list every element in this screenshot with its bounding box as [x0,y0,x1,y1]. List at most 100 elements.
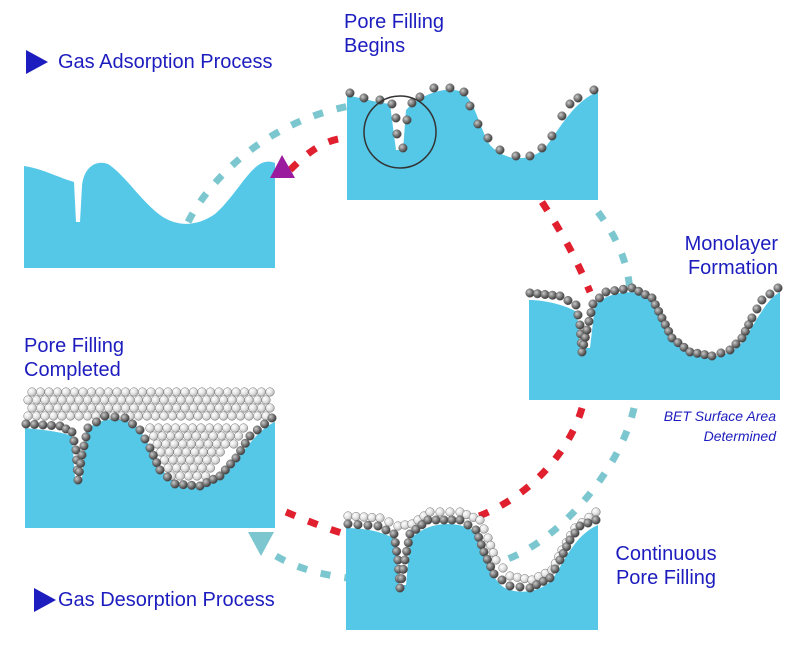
gas-molecule [167,411,177,421]
adsorbed-molecule [215,471,225,481]
gas-molecule [184,471,194,481]
gas-molecule [133,411,143,421]
adsorption-arrow [287,134,346,173]
adsorbed-molecule [455,515,465,525]
gas-molecule [176,395,186,405]
gas-molecule [220,439,230,449]
adsorbed-molecule [573,93,583,103]
adsorbed-molecule [162,472,172,482]
gas-molecule [205,403,215,413]
adsorbed-molecule [392,129,402,139]
adsorbed-molecule [610,286,620,296]
adsorbed-molecule [548,290,558,300]
adsorption-arrow [539,200,594,294]
gas-molecule [238,423,248,433]
adsorbed-molecule [417,520,427,530]
gas-molecule [197,463,207,473]
gas-molecule [61,387,71,397]
gas-molecule [154,403,164,413]
monolayer-formation-line1: Monolayer [684,233,778,255]
bet-note-line2: Determined [703,428,776,444]
adsorbed-molecule [74,467,84,477]
gas-molecule [203,439,213,449]
gas-molecule [23,395,33,405]
gas-molecule [57,411,67,421]
panel-continuous-pore-filling [343,507,601,630]
adsorbed-molecule [345,88,355,98]
gas-molecule [231,387,241,397]
gas-molecule [146,387,156,397]
gas-molecule [61,403,71,413]
adsorbed-molecule [765,289,775,299]
gas-molecule [95,403,105,413]
adsorbed-molecule [555,291,565,301]
adsorbed-molecule [583,518,593,528]
adsorbed-molecule [110,412,120,422]
cycle-arrows [184,102,638,582]
adsorbed-molecule [252,425,262,435]
pore-filling-begins-line1: Pore Filling [344,11,445,33]
gas-molecule [53,403,63,413]
adsorbed-molecule [403,538,413,548]
gas-molecule [252,395,262,405]
gas-molecule [23,411,33,421]
gas-molecule [210,411,220,421]
gas-molecule [498,563,508,573]
continuous-pore-filling-label: Continuous Pore Filling [600,542,732,590]
gas-molecule [193,411,203,421]
gas-molecule [222,387,232,397]
gas-molecule [149,431,159,441]
gas-molecule [217,431,227,441]
continuous-pore-filling-line1: Continuous [615,543,717,565]
gas-molecule [212,439,222,449]
gas-molecule [57,395,67,405]
adsorbed-molecule [398,143,408,153]
gas-molecule [86,387,96,397]
adsorbed-molecule [479,547,489,557]
continuous-pore-filling-line2: Pore Filling [615,567,717,589]
gas-molecule [95,387,105,397]
gas-molecule [180,403,190,413]
adsorbed-molecule [387,99,397,109]
gas-molecule [159,395,169,405]
adsorbed-molecule [30,420,40,430]
adsorbed-molecule [353,520,363,530]
gas-molecule [69,403,79,413]
adsorbed-molecule [445,83,455,93]
gas-molecule [244,395,254,405]
gas-molecule [191,431,201,441]
gas-molecule [239,387,249,397]
adsorbed-molecule [591,515,601,525]
adsorbed-molecule [525,151,535,161]
adsorbed-molecule [707,351,717,361]
gas-molecule [120,403,130,413]
gas-molecule [221,423,231,433]
adsorbed-molecule [69,436,79,446]
gas-molecule [184,411,194,421]
gas-molecule [167,395,177,405]
gas-molecule [188,463,198,473]
gas-molecule [180,463,190,473]
gas-molecule [166,431,176,441]
gas-molecule [49,395,59,405]
adsorbed-molecule [381,525,391,535]
adsorbed-molecule [483,133,493,143]
magnifier-circle [363,95,437,169]
gas-molecule [171,387,181,397]
gas-molecule [185,455,195,465]
adsorbed-molecule [497,575,507,585]
adsorbed-molecule [700,350,710,360]
gas-molecule [183,431,193,441]
pore-filling-completed-label: Pore Filling Completed [24,334,124,382]
adsorbed-molecule [495,145,505,155]
gas-molecule [201,395,211,405]
adsorbed-molecule [582,325,592,335]
adsorbed-molecule [565,99,575,109]
adsorbed-molecule [725,345,735,355]
adsorbed-molecule [747,313,757,323]
gas-molecule [218,411,228,421]
gas-molecule [168,455,178,465]
gas-molecule [137,403,147,413]
adsorbed-molecule [692,348,702,358]
gas-molecule [218,395,228,405]
